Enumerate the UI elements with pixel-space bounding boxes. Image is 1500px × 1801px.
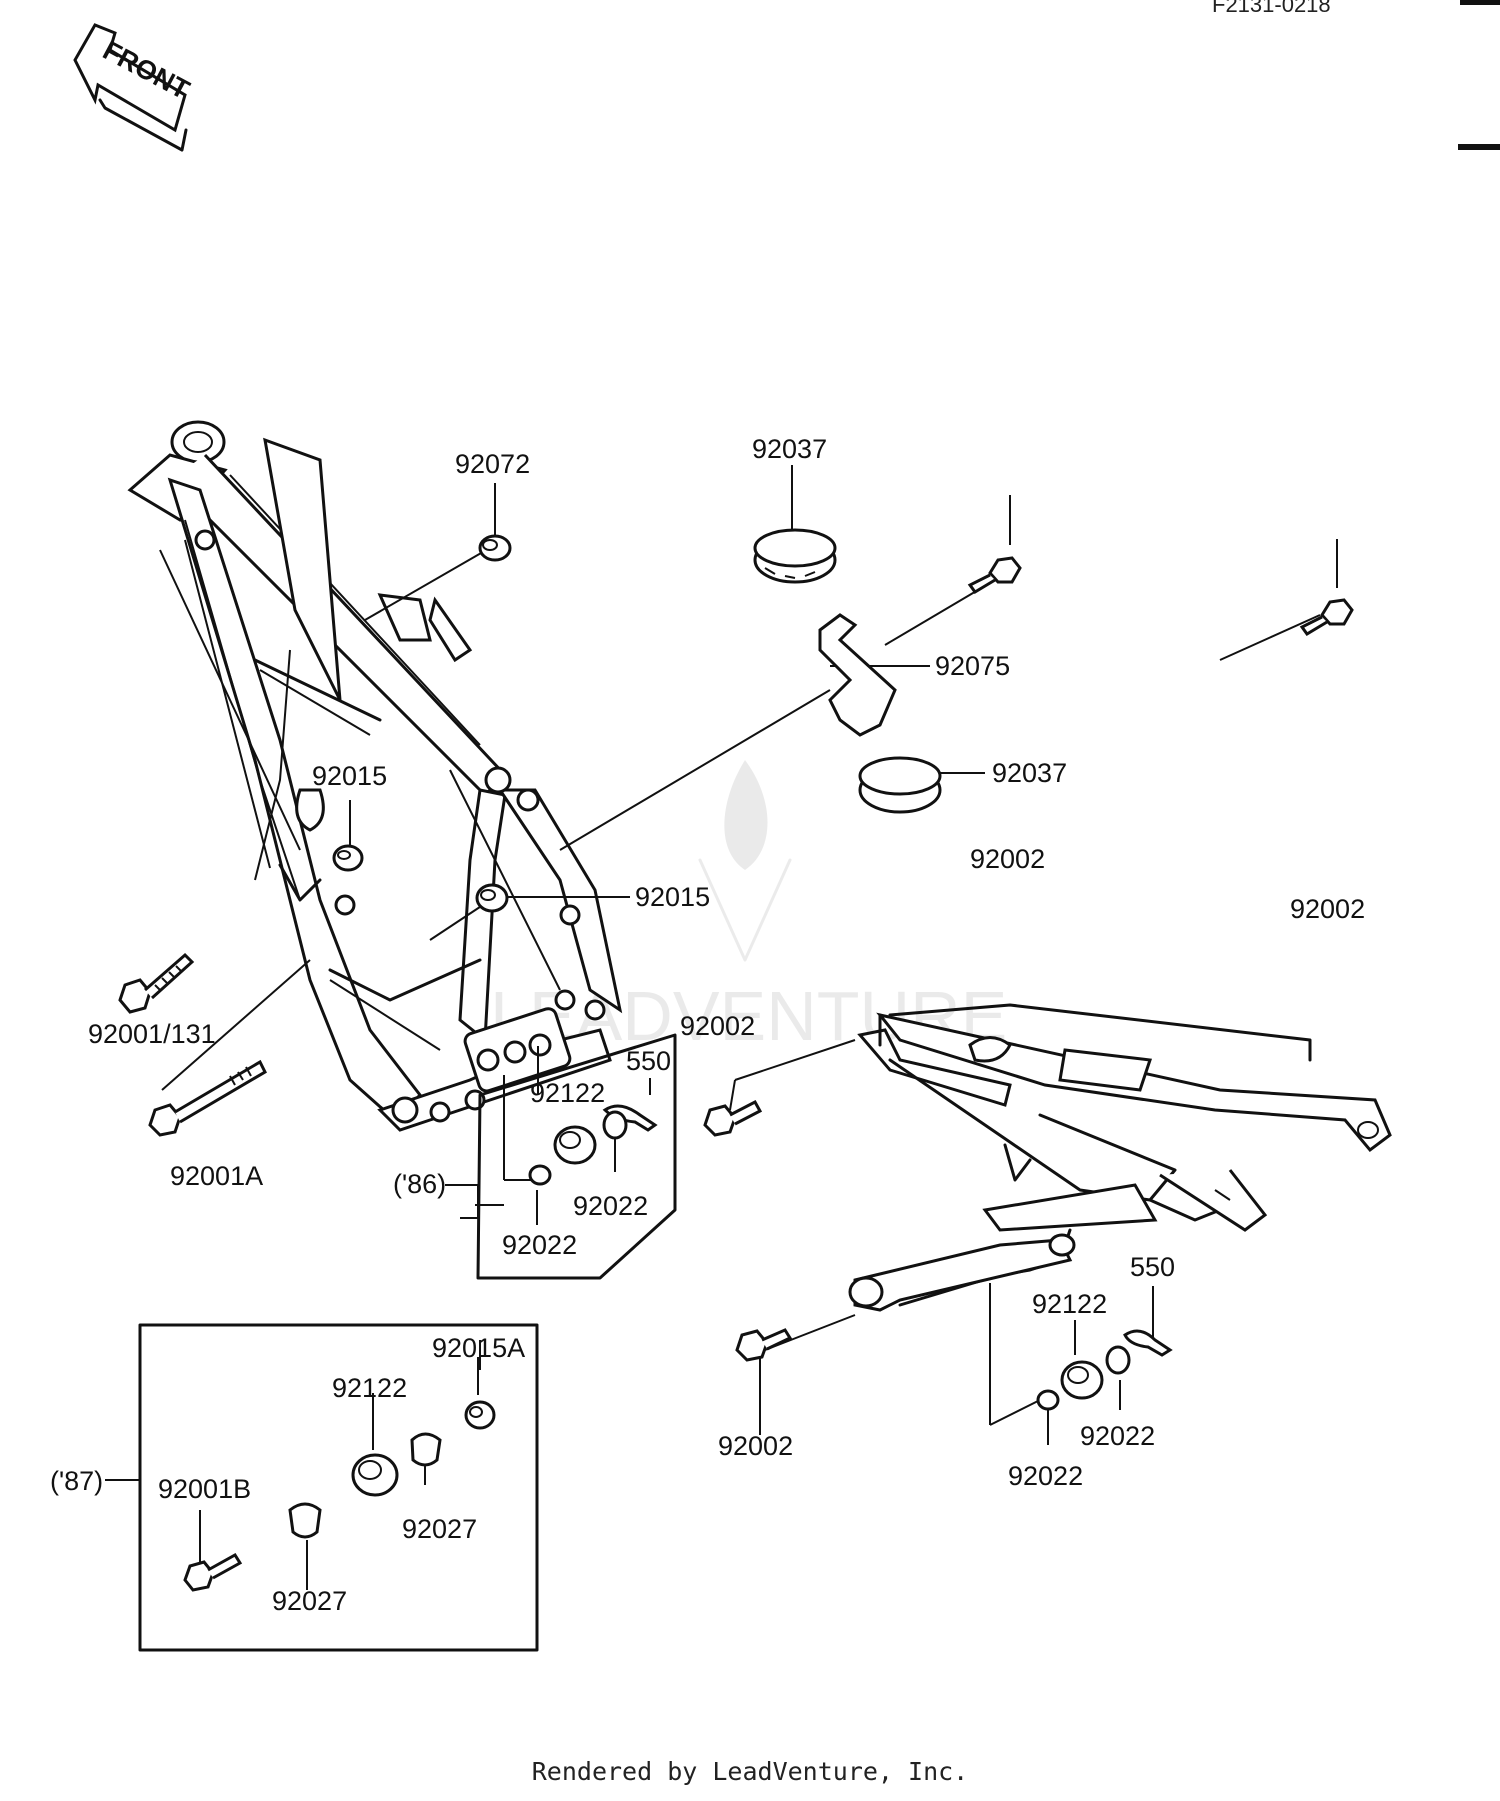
callout-92022-c: 92022 [1080,1421,1155,1451]
callout-550-b: 550 [1130,1252,1175,1282]
part-92072-nut-icon [478,534,512,562]
callout-92075: 92075 [935,651,1010,681]
part-92002-bolt-lower-icon [735,1328,793,1362]
callout-92122-b: 92122 [1032,1289,1107,1319]
callout-92122-a: 92122 [530,1078,605,1108]
part-92037-clamp-lower-icon [858,756,942,814]
callout-92002-d: 92002 [718,1431,793,1461]
part-92027-collar-left-icon [288,1502,322,1539]
callout-92015-upper: 92015 [312,761,387,791]
group-label-86: ('86) [393,1169,446,1199]
part-92022-washer-lower-icon [1105,1345,1131,1375]
group-87-box [138,1323,539,1652]
callout-92002-b: 92002 [1290,894,1365,924]
callout-92001A: 92001A [170,1161,263,1191]
part-92015-nut-upper-icon [332,844,364,872]
callout-92002-c: 92002 [680,1011,755,1041]
part-92022-washer-icon [602,1110,628,1140]
footer-credit: Rendered by LeadVenture, Inc. [531,1757,969,1786]
part-92022-washer-lower-icon [1036,1389,1060,1411]
part-92015-nut-lower-icon [475,883,509,913]
part-550-cotter-pin-lower-icon [1123,1329,1173,1357]
group-label-87: ('87) [50,1466,103,1496]
callout-92022-b: 92022 [502,1230,577,1260]
callout-550-a: 550 [626,1046,671,1076]
part-92122-bushing-87-icon [351,1453,399,1497]
callout-labels: 92072 92037 92075 92037 92015 92015 9200… [50,434,1365,1616]
part-92001-131-bolt-icon [118,952,195,1014]
part-92122-bushing-icon [553,1125,597,1165]
callout-92002-a: 92002 [970,844,1045,874]
callout-92037-mid: 92037 [992,758,1067,788]
callout-92022-d: 92022 [1008,1461,1083,1491]
diagram-code: F2131-0218 [1212,0,1331,17]
subframe-hardware [1036,1329,1173,1411]
main-frame [127,420,623,1132]
part-92002-bolt-right-icon [1299,598,1354,636]
page-edge-marks [1458,0,1500,150]
callout-92027-a: 92027 [402,1514,477,1544]
callout-92001B: 92001B [158,1474,251,1504]
callout-92072: 92072 [455,449,530,479]
callout-92022-a: 92022 [573,1191,648,1221]
part-92022-washer-icon [528,1164,552,1186]
callout-92027-b: 92027 [272,1586,347,1616]
callout-92001-131: 92001/131 [88,1019,216,1049]
group-86-box [445,1033,677,1280]
part-92037-clamp-icon [753,528,837,584]
part-92075-bracket-icon [818,613,897,737]
callout-92015-lower: 92015 [635,882,710,912]
part-92002-bolt-upper-icon [967,556,1022,594]
front-arrow-icon: FRONT [73,23,195,152]
part-92001A-bolt-icon [148,1059,267,1137]
part-92027-collar-icon [410,1432,442,1467]
part-92002-bolt-left-icon [703,1099,763,1137]
callout-92015A: 92015A [432,1333,525,1363]
part-92001B-bolt-icon [183,1560,215,1592]
rear-subframe [848,1003,1392,1312]
callout-92037-top: 92037 [752,434,827,464]
part-92122-bushing-lower-icon [1060,1360,1104,1400]
callout-92122-c: 92122 [332,1373,407,1403]
